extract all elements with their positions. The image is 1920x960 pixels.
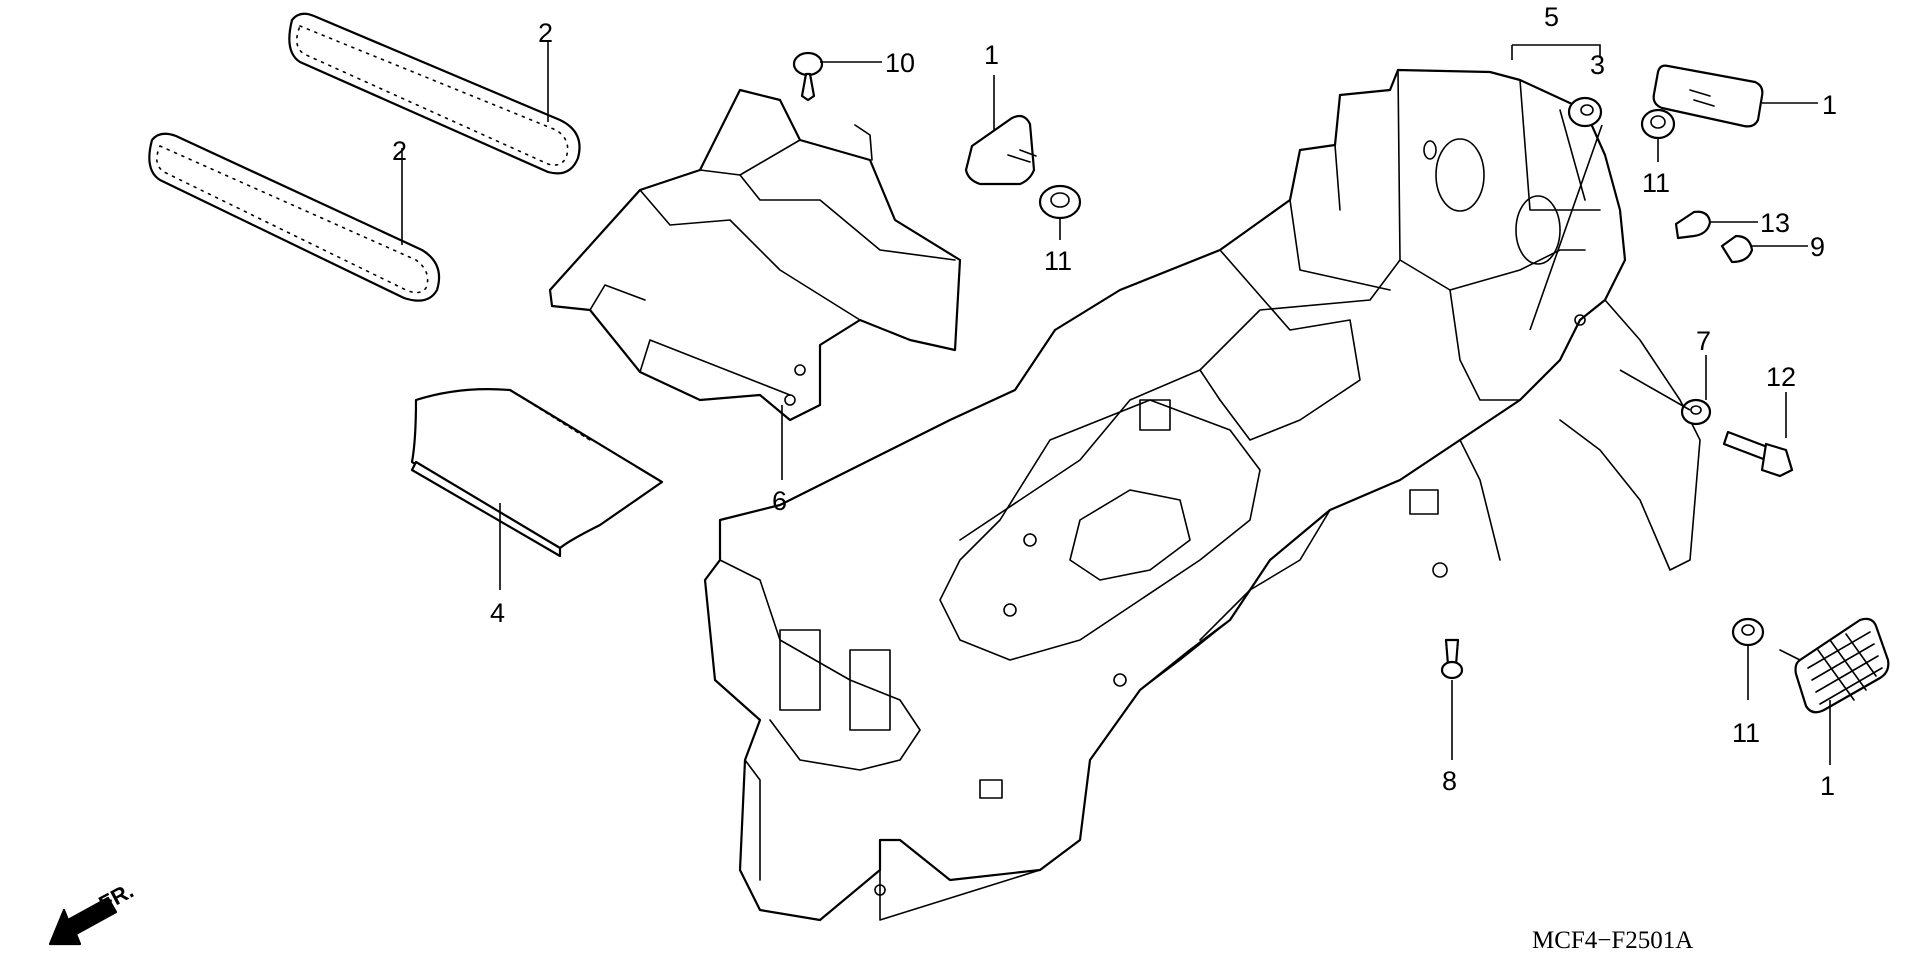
callout-1-lower-right: 1 <box>1820 771 1835 801</box>
screw-8 <box>1440 638 1464 680</box>
gasket-upper <box>288 12 581 175</box>
callout-6: 6 <box>772 486 787 516</box>
nut-11-upper-right <box>1640 108 1676 140</box>
clip-9 <box>1720 234 1754 264</box>
callout-1-upper-left: 1 <box>984 40 999 70</box>
reflector-upper-right <box>1652 64 1764 128</box>
callout-1-upper-right: 1 <box>1822 90 1837 120</box>
callout-11-upper-right: 11 <box>1642 168 1670 198</box>
nut-11-upper-left <box>1038 184 1082 220</box>
clip-13 <box>1674 210 1712 240</box>
callout-7: 7 <box>1696 326 1711 356</box>
callout-8: 8 <box>1442 766 1457 796</box>
reflector-lower-right <box>1779 617 1890 714</box>
reflector-upper-left <box>964 114 1037 186</box>
callout-11-upper-left: 11 <box>1044 246 1072 276</box>
drawing-code: MCF4−F2501A <box>1532 927 1693 954</box>
callout-2-upper: 2 <box>538 18 553 48</box>
callout-4: 4 <box>490 598 505 628</box>
callout-9: 9 <box>1810 232 1825 262</box>
front-direction-arrow-icon <box>48 896 118 946</box>
inner-bracket <box>548 88 962 422</box>
callout-2-lower: 2 <box>392 136 407 166</box>
grommet-3 <box>1567 96 1603 128</box>
callout-10: 10 <box>885 48 915 78</box>
bolt-12 <box>1722 430 1794 478</box>
leader-lines <box>401 42 1831 765</box>
callout-3: 3 <box>1590 50 1605 80</box>
screw-10 <box>792 51 824 102</box>
callout-12: 12 <box>1766 362 1796 392</box>
callout-13: 13 <box>1760 208 1790 238</box>
callout-5: 5 <box>1544 2 1559 32</box>
nut-11-lower-right <box>1731 617 1765 647</box>
washer-7 <box>1680 398 1712 426</box>
callout-11-lower-right: 11 <box>1732 718 1760 748</box>
callouts: 2 2 4 6 10 1 11 5 3 1 11 13 9 7 12 8 11 … <box>392 2 1837 801</box>
seal-pad <box>410 388 664 558</box>
gasket-lower <box>148 132 441 302</box>
rear-fender <box>703 68 1701 922</box>
